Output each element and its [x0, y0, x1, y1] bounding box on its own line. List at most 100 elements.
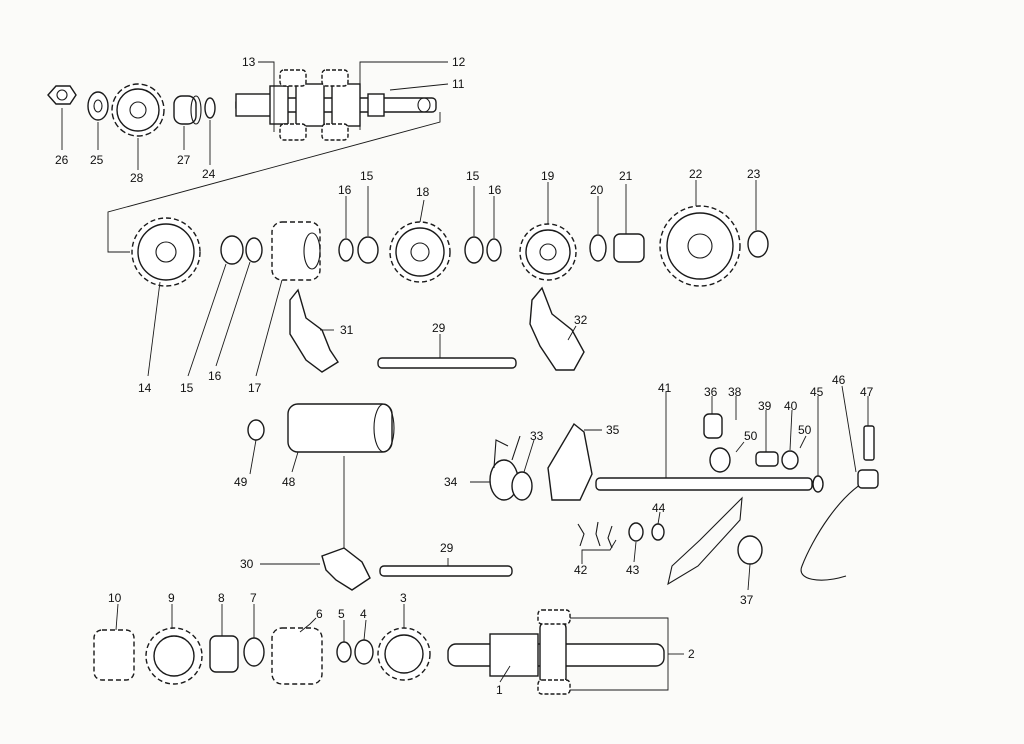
callout-22: 22 [689, 167, 703, 181]
callout-29-bottom: 29 [440, 541, 454, 555]
callout-38: 38 [728, 385, 742, 399]
gear-22 [659, 205, 741, 287]
lever-35 [547, 422, 593, 501]
gear-19 [519, 223, 577, 281]
callout-16-b: 16 [488, 183, 502, 197]
washer-49 [247, 419, 265, 441]
callout-20: 20 [590, 183, 604, 197]
washer-23 [747, 230, 769, 258]
part-39-40 [755, 450, 799, 470]
callout-3: 3 [400, 591, 407, 605]
callout-16-a: 16 [338, 183, 352, 197]
kick-lever-46 [800, 469, 879, 581]
callout-29-top: 29 [432, 321, 446, 335]
layshaft-1 [447, 621, 665, 685]
callout-26: 26 [55, 153, 69, 167]
callout-39: 39 [758, 399, 772, 413]
callout-36: 36 [704, 385, 718, 399]
callout-6: 6 [316, 607, 323, 621]
spring-37 [737, 535, 763, 565]
bolt-47 [863, 425, 875, 461]
gear-17 [271, 221, 321, 281]
callout-11: 11 [452, 77, 465, 91]
leader-lines [61, 61, 869, 691]
spacer-27 [173, 95, 202, 125]
callout-37: 37 [740, 593, 754, 607]
sprocket-28 [111, 83, 165, 137]
gears-12-13 [279, 69, 349, 141]
ring-7 [243, 637, 265, 667]
ring-24 [204, 97, 216, 119]
callout-labels: 26 25 28 27 24 13 12 11 16 15 18 15 16 1… [55, 55, 874, 697]
rings-4-5 [336, 639, 374, 665]
callout-12: 12 [452, 55, 466, 69]
callout-49: 49 [234, 475, 248, 489]
callout-48: 48 [282, 475, 296, 489]
callout-23: 23 [747, 167, 761, 181]
drum-48 [287, 403, 395, 453]
fork-32 [529, 286, 585, 371]
callout-35: 35 [606, 423, 620, 437]
callout-44: 44 [652, 501, 666, 515]
callout-7: 7 [250, 591, 257, 605]
gear-9 [145, 627, 203, 685]
callout-34: 34 [444, 475, 458, 489]
callout-28: 28 [130, 171, 144, 185]
callout-8: 8 [218, 591, 225, 605]
callout-9: 9 [168, 591, 175, 605]
nut-26 [47, 85, 77, 105]
callout-43: 43 [626, 563, 640, 577]
callout-31: 31 [340, 323, 354, 337]
callout-40: 40 [784, 399, 798, 413]
mainshaft-11 [235, 83, 437, 127]
callout-46: 46 [832, 373, 846, 387]
callout-1: 1 [496, 683, 503, 697]
callout-25: 25 [90, 153, 104, 167]
rings-15-16-right [464, 236, 502, 264]
shaft-41 [595, 477, 813, 491]
gears-2 [537, 609, 571, 695]
callout-21: 21 [619, 169, 633, 183]
washer-25 [87, 91, 109, 121]
callout-45: 45 [810, 385, 824, 399]
rings-15-16-mid [338, 236, 379, 264]
callout-24: 24 [202, 167, 216, 181]
ring-20 [589, 234, 607, 262]
callout-50-a: 50 [744, 429, 758, 443]
callout-15-b: 15 [466, 169, 480, 183]
callout-18: 18 [416, 185, 430, 199]
callout-16-c: 16 [208, 369, 222, 383]
callout-19: 19 [541, 169, 555, 183]
callout-14: 14 [138, 381, 152, 395]
gear-10 [93, 629, 135, 681]
bearing-21 [613, 233, 645, 263]
callout-33: 33 [530, 429, 544, 443]
gear-18 [389, 221, 451, 283]
callout-15-a: 15 [360, 169, 374, 183]
rod-29-bottom [379, 565, 513, 577]
gear-3 [377, 627, 431, 681]
ring-43 [628, 522, 644, 542]
callout-15-c: 15 [180, 381, 194, 395]
callout-30: 30 [240, 557, 254, 571]
callout-4: 4 [360, 607, 367, 621]
callout-41: 41 [658, 381, 672, 395]
fork-31 [289, 288, 339, 373]
ring-45 [812, 475, 824, 493]
washer-33 [511, 471, 533, 501]
callout-27: 27 [177, 153, 191, 167]
callout-50-b: 50 [798, 423, 812, 437]
bearing-8 [209, 635, 239, 673]
callout-2: 2 [688, 647, 695, 661]
selector-arm [667, 496, 743, 586]
callout-47: 47 [860, 385, 874, 399]
spring-34 [489, 435, 521, 501]
callout-42: 42 [574, 563, 588, 577]
ring-44 [651, 523, 665, 541]
gear-14 [131, 217, 201, 287]
callout-5: 5 [338, 607, 345, 621]
rod-29-top [377, 357, 517, 369]
fork-30 [321, 547, 371, 591]
